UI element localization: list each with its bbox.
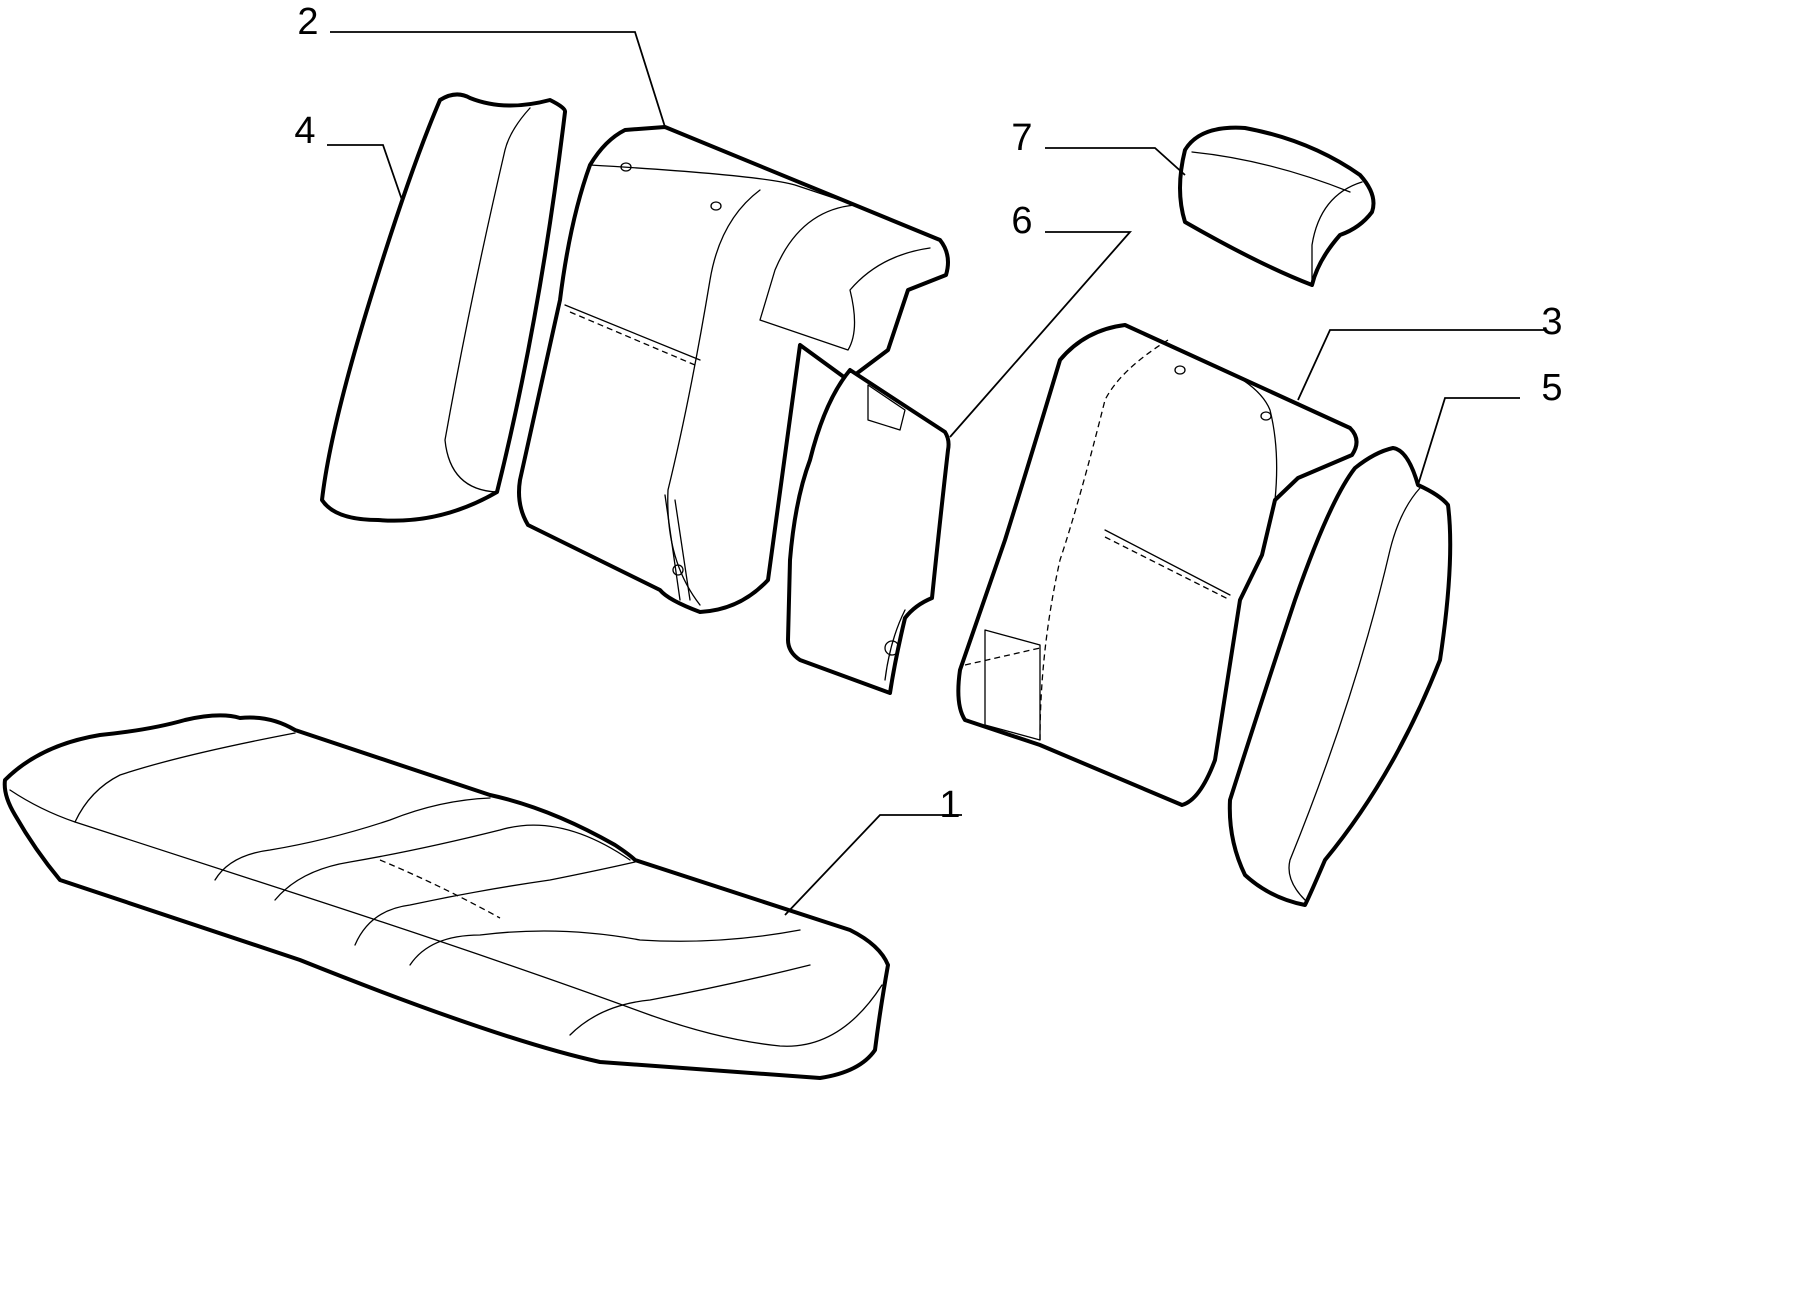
callout-5: 5 [1541, 367, 1562, 409]
part-7-headrest [1178, 125, 1376, 287]
leader-5 [1417, 397, 1520, 486]
leader-4 [327, 144, 403, 201]
leader-7 [1045, 147, 1186, 176]
callout-labels: 2 4 7 6 3 5 1 [294, 1, 1562, 826]
leader-lines [327, 31, 1545, 916]
part-2-left-backrest [517, 125, 950, 614]
callout-7: 7 [1011, 117, 1032, 159]
part-6-center-armrest [786, 368, 951, 695]
callout-3: 3 [1541, 301, 1562, 343]
leader-1 [784, 814, 962, 916]
seat-exploded-diagram: 2 4 7 6 3 5 1 [2, 1, 1563, 1080]
leader-2 [330, 31, 666, 128]
callout-4: 4 [294, 110, 315, 152]
part-1-seat-cushion [2, 713, 890, 1080]
callout-1: 1 [939, 784, 960, 826]
callout-6: 6 [1011, 200, 1032, 242]
part-5-right-bolster [1227, 446, 1453, 907]
leader-3 [1297, 329, 1545, 401]
leader-6 [949, 231, 1132, 438]
part-3-right-backrest [956, 323, 1359, 807]
part-4-left-bolster [320, 92, 568, 523]
callout-2: 2 [297, 1, 318, 43]
